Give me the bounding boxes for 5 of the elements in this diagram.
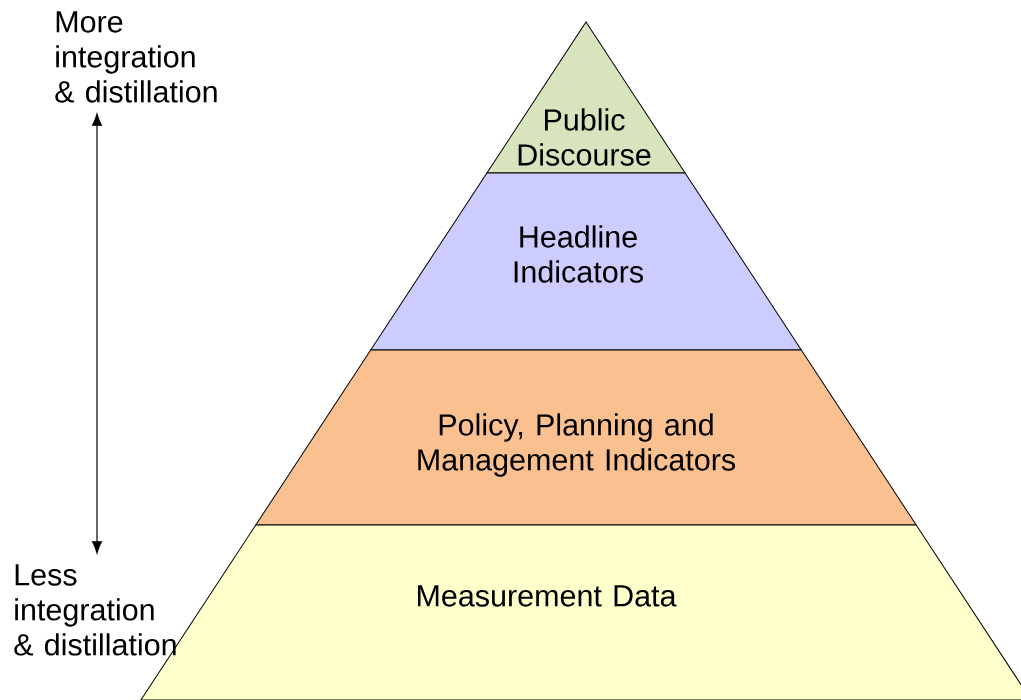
- axis-label: More integration & distillation: [55, 11, 217, 103]
- arrow: [92, 113, 103, 554]
- pyramid-band: Public Discourse: [486, 21, 686, 174]
- pyramid-band: Headline Indicators: [370, 172, 802, 351]
- pyramid-band: Policy, Planning and Management Indicators: [255, 349, 917, 526]
